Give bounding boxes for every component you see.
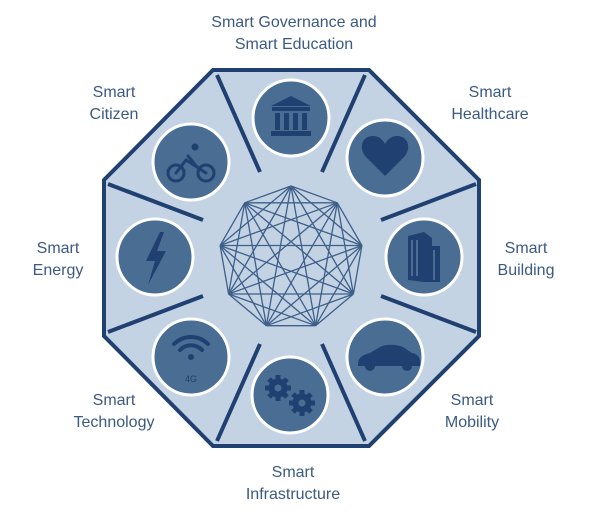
label-line: Smart bbox=[93, 84, 136, 101]
graph-edge bbox=[265, 202, 338, 327]
graph-edge bbox=[315, 293, 354, 327]
graph-edge bbox=[219, 202, 246, 246]
wifi-caption: 4G bbox=[185, 374, 197, 384]
heart-icon bbox=[361, 136, 409, 176]
graph-edge bbox=[336, 202, 363, 246]
label-line: Smart bbox=[272, 464, 315, 481]
label-line: Infrastructure bbox=[246, 486, 340, 503]
graph-edge bbox=[228, 244, 363, 295]
lightning-icon bbox=[146, 232, 166, 285]
graph-edge bbox=[228, 293, 316, 327]
graph-edge bbox=[244, 202, 363, 247]
graph-edge bbox=[315, 245, 363, 327]
buildings-icon bbox=[408, 232, 440, 282]
graph-edge bbox=[265, 185, 292, 326]
label-line: Smart Education bbox=[235, 36, 353, 53]
wifi-4g-icon bbox=[172, 334, 210, 360]
graph-edge bbox=[219, 202, 338, 247]
graph-edge bbox=[219, 245, 317, 327]
graph-edge bbox=[228, 202, 338, 295]
graph-edge bbox=[244, 202, 268, 326]
label-line: Smart bbox=[93, 392, 136, 409]
graph-edge bbox=[219, 245, 230, 295]
graph-edge bbox=[290, 185, 354, 295]
graph-edge bbox=[265, 245, 363, 327]
cyclist-icon bbox=[166, 143, 216, 183]
graph-edge bbox=[290, 185, 338, 204]
graph-edge bbox=[244, 202, 354, 295]
graph-edge bbox=[290, 185, 363, 246]
segment-dividers bbox=[107, 74, 477, 442]
graph-edge bbox=[336, 202, 355, 295]
gears-icon bbox=[265, 375, 315, 416]
graph-edge bbox=[219, 245, 267, 327]
center-network-graph bbox=[219, 185, 363, 327]
label-line: Smart bbox=[451, 392, 494, 409]
government-building-icon bbox=[271, 96, 311, 136]
graph-edge bbox=[266, 293, 354, 327]
graph-edge bbox=[219, 185, 292, 246]
label-line: Technology bbox=[74, 414, 155, 431]
label-line: Smart bbox=[37, 240, 80, 257]
graph-edge bbox=[244, 185, 292, 204]
graph-edge bbox=[244, 202, 317, 327]
graph-edge bbox=[227, 202, 246, 295]
graph-edge bbox=[314, 202, 338, 326]
graph-edge bbox=[228, 185, 292, 295]
label-line: Smart bbox=[505, 240, 548, 257]
label-line: Mobility bbox=[445, 414, 499, 431]
label-line: Smart bbox=[469, 84, 512, 101]
graph-edge bbox=[219, 244, 354, 295]
label-line: Energy bbox=[33, 262, 84, 279]
circle-governance bbox=[251, 78, 331, 158]
label-line: Healthcare bbox=[451, 106, 528, 123]
graph-edge bbox=[228, 293, 267, 327]
circle-infrastructure bbox=[250, 355, 330, 435]
car-icon bbox=[358, 344, 420, 371]
label-line: Building bbox=[498, 262, 555, 279]
label-line: Smart Governance and bbox=[211, 14, 376, 31]
graph-edge bbox=[352, 245, 363, 295]
label-line: Citizen bbox=[90, 106, 139, 123]
graph-edge bbox=[290, 185, 317, 326]
